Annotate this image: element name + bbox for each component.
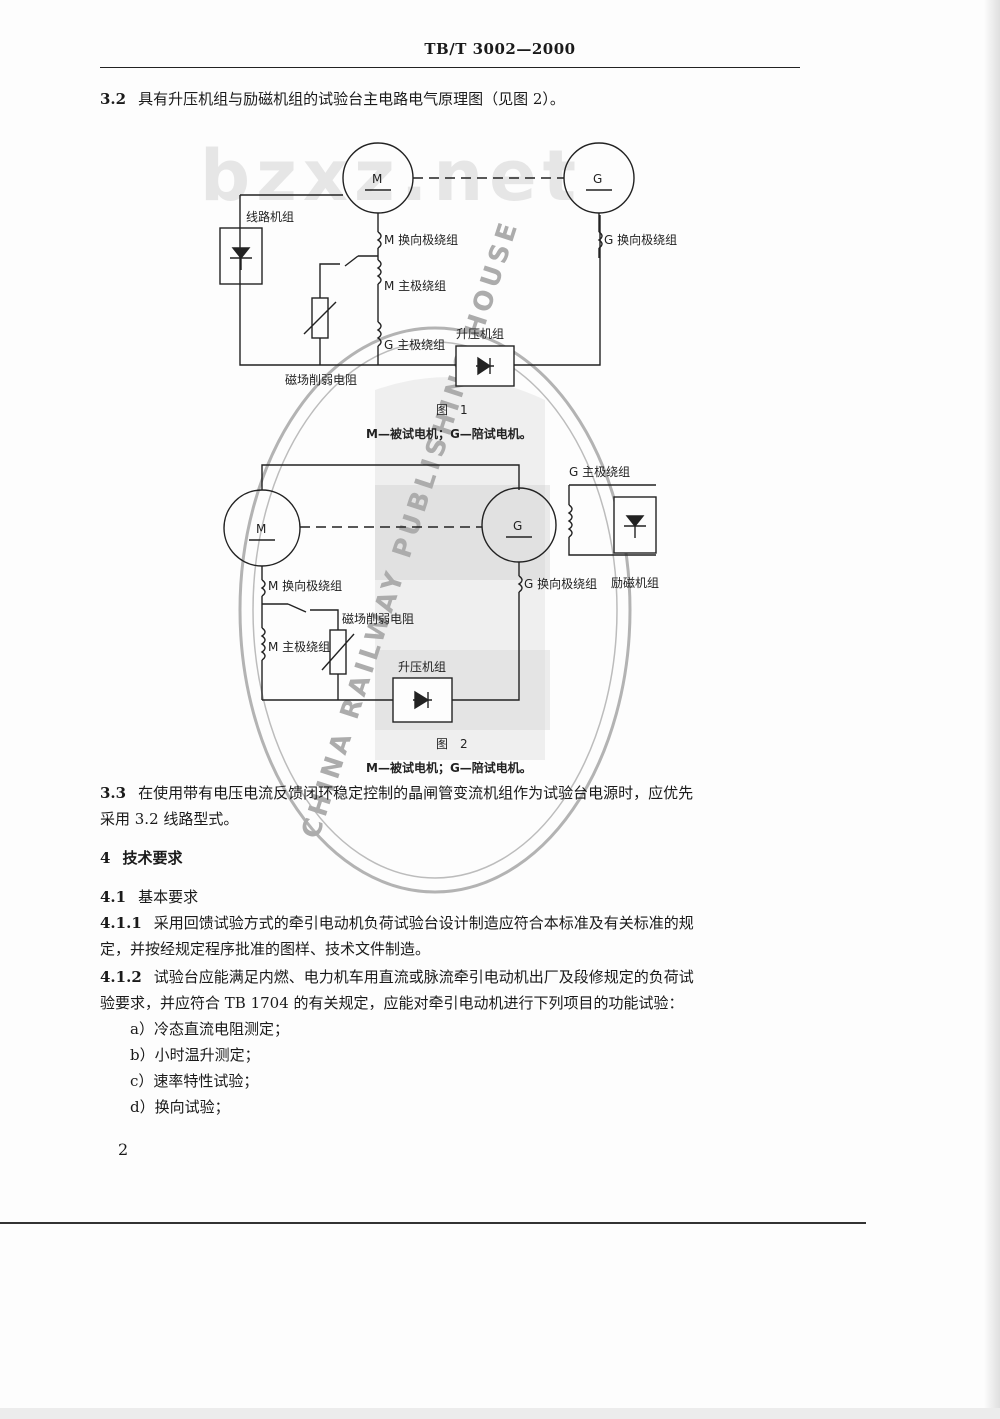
fig2-motor-g-label: G	[513, 519, 522, 533]
list-item: a）冷态直流电阻测定；	[130, 1020, 289, 1038]
g-commutation-winding	[597, 231, 603, 249]
section-number: 3.3	[100, 784, 127, 802]
section-4-1-2: 4.1.2 试验台应能满足内燃、电力机车用直流或脉流牵引电动机出厂及段修规定的负荷…	[100, 964, 800, 1016]
list-item: d）换向试验；	[130, 1098, 230, 1116]
m-commutation-winding	[376, 231, 382, 249]
section-text-line1: 采用回馈试验方式的牵引电动机负荷试验台设计制造应符合本标准及有关标准的规	[153, 914, 694, 932]
section-number: 4.1.2	[100, 968, 142, 986]
fig1-motor-g-label: G	[593, 172, 602, 186]
fig2-g-main-pole-label: G 主极绕组	[569, 465, 630, 479]
section-3-3: 3.3 在使用带有电压电流反馈闭环稳定控制的晶闸管变流机组作为试验台电源时，应优先…	[100, 780, 800, 832]
list-item: b）小时温升测定；	[130, 1046, 260, 1064]
section-number: 4.1	[100, 888, 127, 906]
fig2-excitation-unit-label: 励磁机组	[611, 575, 659, 590]
section-text-line1: 试验台应能满足内燃、电力机车用直流或脉流牵引电动机出厂及段修规定的负荷试	[153, 968, 694, 986]
figure-2	[223, 464, 657, 723]
bottom-strip	[0, 1408, 1000, 1419]
fig2-caption: 图 2	[436, 737, 468, 751]
fig2-m-commutation-winding	[260, 579, 266, 597]
fig2-m-main-pole-winding	[260, 627, 266, 661]
fig2-g-commutation-winding	[517, 575, 523, 593]
section-number: 4	[100, 849, 111, 867]
fig1-g-main-pole-label: G 主极绕组	[384, 338, 445, 352]
fig1-m-main-pole-label: M 主极绕组	[384, 279, 446, 293]
fig1-g-commutation-label: G 换向极绕组	[604, 232, 677, 247]
page-number: 2	[118, 1140, 129, 1159]
section-text: 具有升压机组与励磁机组的试验台主电路电气原理图（见图 2）。	[138, 90, 565, 108]
section-number: 3.2	[100, 90, 127, 108]
section-4-1-1: 4.1.1 采用回馈试验方式的牵引电动机负荷试验台设计制造应符合本标准及有关标准的…	[100, 910, 800, 962]
section-4-1-heading: 4.1 基本要求	[100, 884, 800, 910]
fig1-legend: M—被试电机；G—陪试电机。	[366, 426, 532, 441]
section-title: 技术要求	[122, 849, 183, 867]
fig2-motor-m-label: M	[256, 522, 266, 536]
fig2-legend: M—被试电机；G—陪试电机。	[366, 760, 532, 775]
m-main-pole-winding	[376, 259, 382, 285]
fig1-line-unit-label: 线路机组	[246, 209, 294, 224]
page-edge-shadow	[984, 0, 1000, 1419]
boost-unit-box	[455, 345, 515, 387]
fig1-caption: 图 1	[436, 403, 468, 417]
fig2-g-main-pole-winding	[567, 504, 573, 538]
fig2-m-main-pole-label: M 主极绕组	[268, 640, 330, 654]
section-text-line2: 采用 3.2 线路型式。	[100, 810, 239, 828]
fig2-m-commutation-label: M 换向极绕组	[268, 578, 342, 593]
list-item: c）速率特性试验；	[130, 1072, 259, 1090]
section-text-line1: 在使用带有电压电流反馈闭环稳定控制的晶闸管变流机组作为试验台电源时，应优先	[138, 784, 694, 802]
section-title: 基本要求	[138, 888, 199, 906]
figure-1	[219, 142, 635, 387]
fig1-motor-m-label: M	[372, 172, 382, 186]
section-text-line2: 验要求，并应符合 TB 1704 的有关规定，应能对牵引电动机进行下列项目的功能…	[100, 994, 684, 1012]
section-text-line2: 定，并按经规定程序批准的图样、技术文件制造。	[100, 940, 431, 958]
section-number: 4.1.1	[100, 914, 142, 932]
document-code: TB/T 3002—2000	[424, 40, 576, 58]
g-main-pole-winding-fig1	[376, 321, 382, 347]
header-rule	[100, 67, 800, 68]
section-4-heading: 4 技术要求	[100, 845, 800, 871]
fig1-boost-unit-label: 升压机组	[456, 327, 504, 341]
line-unit-box	[219, 227, 263, 285]
site-watermark: bzxz.net	[200, 135, 582, 217]
section-3-2: 3.2 具有升压机组与励磁机组的试验台主电路电气原理图（见图 2）。	[100, 86, 800, 112]
page-bottom-rule	[0, 1222, 866, 1224]
fig2-g-commutation-label: G 换向极绕组	[524, 576, 597, 591]
fig2-boost-unit-label: 升压机组	[398, 660, 446, 674]
fig2-field-resistor-label: 磁场削弱电阻	[342, 611, 414, 626]
fig1-field-resistor-label: 磁场削弱电阻	[285, 372, 357, 387]
fig1-m-commutation-label: M 换向极绕组	[384, 232, 458, 247]
